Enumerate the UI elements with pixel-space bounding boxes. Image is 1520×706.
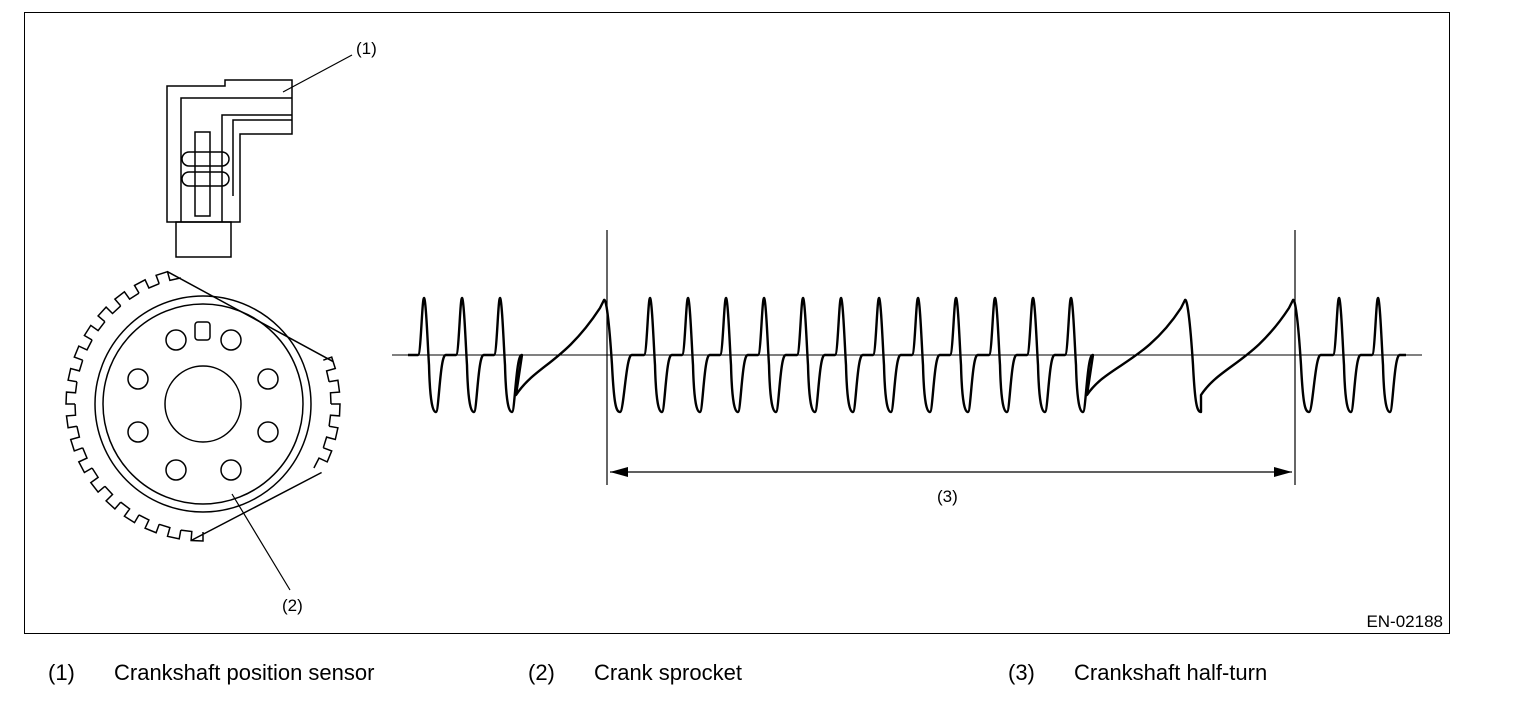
crank-sprocket	[65, 270, 341, 542]
legend: (1) Crankshaft position sensor (2) Crank…	[0, 660, 1520, 694]
signal-waveform	[408, 296, 1406, 414]
figure-id: EN-02188	[1366, 612, 1443, 631]
sprocket-teeth	[65, 270, 341, 542]
sensor-body-inner	[180, 97, 292, 222]
dimension-arrow-right	[1274, 467, 1292, 477]
sprocket-hole	[165, 459, 187, 481]
sensor-body-inner-2	[232, 119, 292, 196]
sprocket-hole	[127, 368, 149, 390]
legend-num: (2)	[528, 660, 555, 685]
legend-text: Crankshaft position sensor	[114, 660, 375, 685]
sprocket-ring-inner	[102, 303, 304, 505]
sprocket-hole	[257, 421, 279, 443]
sprocket-hole	[257, 368, 279, 390]
signal-waveform-group: (3)	[392, 230, 1422, 506]
legend-num: (3)	[1008, 660, 1035, 685]
sensor-body-outer	[166, 79, 293, 223]
sensor-core	[194, 131, 211, 217]
sprocket-hole	[165, 329, 187, 351]
dimension-arrow-left	[610, 467, 628, 477]
callout-label-1: (1)	[356, 39, 377, 58]
callout-leader-1	[282, 54, 353, 93]
crankshaft-position-sensor	[166, 79, 293, 258]
sensor-coil	[181, 151, 230, 187]
callout-leader-2	[231, 493, 291, 591]
sprocket-hole	[127, 421, 149, 443]
sprocket-hole	[220, 459, 242, 481]
callout-label-2: (2)	[282, 596, 303, 615]
sensor-tip	[175, 221, 232, 258]
legend-text: Crankshaft half-turn	[1074, 660, 1268, 685]
callout-label-3: (3)	[937, 487, 958, 506]
sprocket-ring-outer	[94, 295, 312, 513]
sprocket-hole	[220, 329, 242, 351]
legend-num: (1)	[48, 660, 75, 685]
figure-frame	[24, 12, 1450, 634]
sprocket-key	[194, 321, 211, 341]
sprocket-hub	[164, 365, 242, 443]
legend-text: Crank sprocket	[594, 660, 742, 685]
